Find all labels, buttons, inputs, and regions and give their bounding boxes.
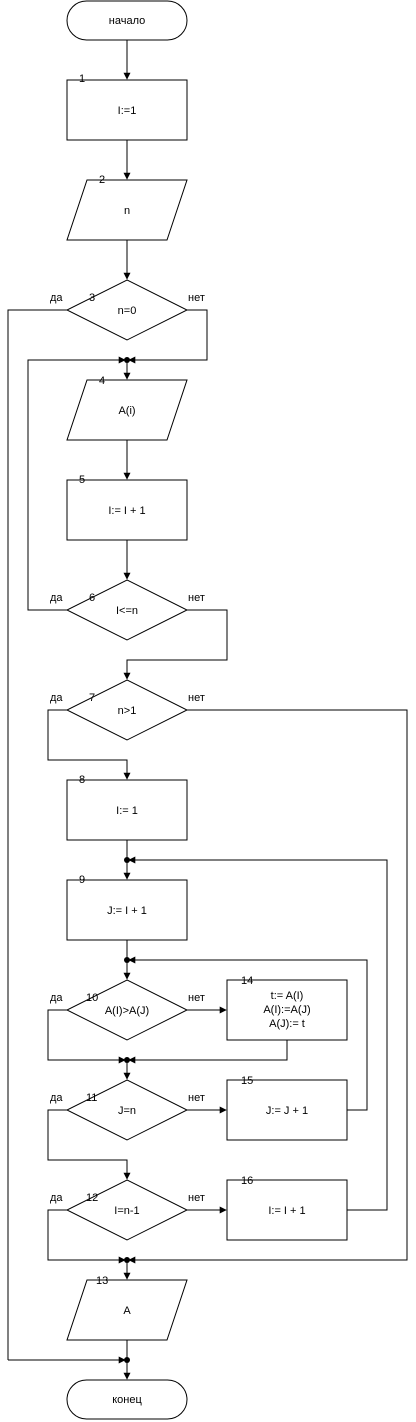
junction-dot	[124, 957, 130, 963]
input-block-2: 2 n	[66, 174, 188, 241]
block-text: n	[124, 205, 130, 217]
junction-dot	[124, 1057, 130, 1063]
block-number: 5	[79, 474, 85, 486]
no-label: нет	[188, 1192, 205, 1204]
output-block-13: 13 A	[66, 1275, 188, 1341]
no-label: нет	[188, 992, 205, 1004]
junction-dot	[124, 857, 130, 863]
connectors	[7, 40, 408, 1380]
junctions	[124, 357, 130, 1363]
process-block-15: 15 J:= J + 1	[226, 1075, 348, 1141]
block-text: J:= J + 1	[266, 1105, 308, 1117]
block-number: 13	[96, 1275, 108, 1287]
process-block-16: 16 I:= I + 1	[226, 1175, 348, 1241]
block-number: 11	[86, 1092, 97, 1104]
junction-dot	[124, 1257, 130, 1263]
block-text: I:= 1	[116, 805, 138, 817]
block-number: 12	[86, 1192, 98, 1204]
decision-block-6: 6 I<=n да нет	[50, 579, 205, 641]
block-number: 2	[99, 174, 105, 186]
block-text-line: A(I):=A(J)	[263, 1004, 310, 1016]
block-text: n=0	[118, 305, 137, 317]
no-label: нет	[188, 1092, 205, 1104]
block-text: A	[123, 1305, 131, 1317]
no-label: нет	[188, 692, 205, 704]
block-number: 3	[89, 292, 95, 304]
process-block-5: 5 I:= I + 1	[66, 474, 188, 541]
junction-dot	[124, 357, 130, 363]
block-number: 8	[79, 774, 85, 786]
block-text: I<=n	[116, 605, 138, 617]
process-block-8: 8 I:= 1	[66, 774, 188, 841]
yes-label: да	[50, 1092, 63, 1104]
input-block-4: 4 A(i)	[66, 375, 188, 441]
block-text: A(I)>A(J)	[105, 1005, 149, 1017]
block-text: I:=1	[118, 105, 137, 117]
no-label: нет	[188, 292, 205, 304]
yes-label: да	[50, 992, 63, 1004]
end-label: конец	[112, 1394, 142, 1406]
start-label: начало	[109, 15, 145, 27]
block-number: 9	[79, 874, 85, 886]
decision-block-11: 11 J=n да нет	[50, 1079, 205, 1141]
block-text: J=n	[118, 1105, 136, 1117]
block-text-line: t:= A(I)	[271, 990, 304, 1002]
end-terminator: конец	[66, 1379, 188, 1420]
decision-block-3: 3 n=0 да нет	[50, 279, 205, 341]
junction-dot	[124, 1357, 130, 1363]
block-text: I=n-1	[114, 1205, 139, 1217]
yes-label: да	[50, 592, 63, 604]
block-number: 14	[241, 975, 253, 987]
decision-block-7: 7 n>1 да нет	[50, 679, 205, 741]
process-block-9: 9 J:= I + 1	[66, 874, 188, 941]
block-number: 6	[89, 592, 95, 604]
block-number: 7	[89, 692, 95, 704]
decision-block-12: 12 I=n-1 да нет	[50, 1179, 205, 1241]
block-text: A(i)	[118, 405, 135, 417]
block-text: J:= I + 1	[107, 905, 147, 917]
process-block-14: 14 t:= A(I) A(I):=A(J) A(J):= t	[226, 975, 348, 1041]
block-number: 10	[86, 992, 98, 1004]
block-number: 4	[99, 375, 105, 387]
process-block-1: 1 I:=1	[66, 73, 188, 141]
start-terminator: начало	[66, 0, 188, 41]
block-text: n>1	[118, 705, 137, 717]
decision-block-10: 10 A(I)>A(J) да нет	[50, 979, 205, 1041]
block-number: 15	[241, 1075, 253, 1087]
block-text-line: A(J):= t	[269, 1018, 305, 1030]
block-number: 16	[241, 1175, 253, 1187]
block-text: I:= I + 1	[108, 505, 145, 517]
yes-label: да	[50, 692, 63, 704]
block-text: I:= I + 1	[268, 1205, 305, 1217]
block-number: 1	[79, 73, 85, 85]
yes-label: да	[50, 292, 63, 304]
yes-label: да	[50, 1192, 63, 1204]
no-label: нет	[188, 592, 205, 604]
